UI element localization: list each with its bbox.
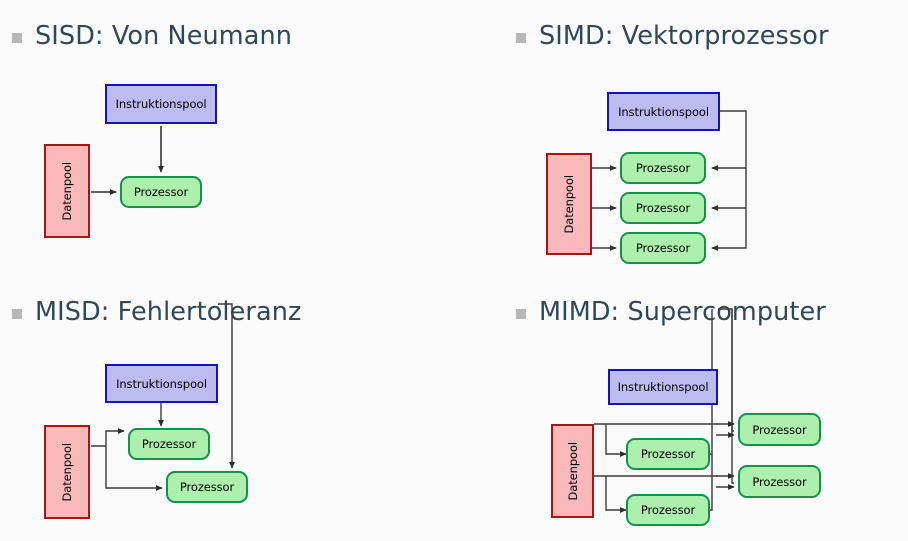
node-data-pool-label: Datenpool <box>60 442 74 502</box>
diagram-mimd-connectors <box>594 308 735 513</box>
heading-simd-label: SIMD: Vektorprozessor <box>539 21 829 51</box>
node-data-pool[interactable]: Datenpool <box>546 153 592 255</box>
bullet-square-icon <box>516 33 526 44</box>
diagram-sisd-connectors <box>91 126 164 195</box>
node-instruction-pool-label: Instruktionspool <box>115 97 207 111</box>
node-instruction-pool-label: Instruktionspool <box>617 380 709 394</box>
quadrant-simd: SIMD: Vektorprozessor Instruktions <box>454 0 908 276</box>
heading-misd: MISD: Fehlertoleranz <box>12 297 302 327</box>
node-instruction-pool-label: Instruktionspool <box>116 376 207 391</box>
diagram-simd: Instruktionspool Datenpool Prozessor Pro… <box>454 0 908 276</box>
node-processor-4[interactable]: Prozessor <box>738 465 821 498</box>
diagram-misd: Instruktionspool Datenpool Prozessor Pro… <box>0 276 454 541</box>
diagram-sisd: Instruktionspool Datenpool Prozessor <box>0 0 454 276</box>
node-processor-2-label: Prozessor <box>640 503 696 517</box>
node-processor-2[interactable]: Prozessor <box>620 192 706 224</box>
node-processor-3[interactable]: Prozessor <box>738 413 821 446</box>
node-processor-2[interactable]: Prozessor <box>166 471 248 503</box>
heading-mimd: MIMD: Supercomputer <box>516 297 826 327</box>
node-data-pool[interactable]: Datenpool <box>44 425 90 519</box>
diagram-simd-connectors <box>592 110 747 251</box>
node-data-pool-label: Datenpool <box>565 441 580 501</box>
node-instruction-pool[interactable]: Instruktionspool <box>607 92 720 131</box>
node-instruction-pool-label: Instruktionspool <box>618 104 709 119</box>
node-processor-3-label: Prozessor <box>752 422 807 437</box>
node-processor-1[interactable]: Prozessor <box>128 428 210 460</box>
node-processor-2-label: Prozessor <box>179 480 235 494</box>
diagram-misd-connectors <box>91 303 235 491</box>
node-processor-1[interactable]: Prozessor <box>626 438 710 470</box>
node-processor-3[interactable]: Prozessor <box>620 232 706 264</box>
heading-sisd-label: SISD: Von Neumann <box>35 21 292 51</box>
bullet-square-icon <box>12 33 22 44</box>
bullet-square-icon <box>516 309 526 320</box>
node-processor-2[interactable]: Prozessor <box>626 494 710 526</box>
heading-mimd-label: MIMD: Supercomputer <box>539 297 826 327</box>
diagram-mimd: Instruktionspool Datenpool Prozessor Pro… <box>454 276 908 541</box>
node-data-pool[interactable]: Datenpool <box>44 144 90 238</box>
node-data-pool[interactable]: Datenpool <box>551 424 594 518</box>
heading-simd: SIMD: Vektorprozessor <box>516 21 829 51</box>
node-data-pool-label: Datenpool <box>562 174 576 234</box>
node-processor-1[interactable]: Prozessor <box>120 176 202 208</box>
heading-misd-label: MISD: Fehlertoleranz <box>35 297 302 327</box>
node-processor-4-label: Prozessor <box>752 474 807 489</box>
node-instruction-pool[interactable]: Instruktionspool <box>105 364 218 403</box>
node-processor-1-label: Prozessor <box>133 185 189 199</box>
quadrant-mimd: MIMD: Supercomputer <box>454 276 908 541</box>
node-instruction-pool[interactable]: Instruktionspool <box>608 369 718 405</box>
node-data-pool-label: Datenpool <box>60 161 74 221</box>
node-processor-3-label: Prozessor <box>635 241 691 255</box>
quadrant-sisd: SISD: Von Neumann Instruktionspool Daten… <box>0 0 454 276</box>
node-processor-1[interactable]: Prozessor <box>620 152 706 184</box>
bullet-square-icon <box>12 309 22 320</box>
heading-sisd: SISD: Von Neumann <box>12 21 292 51</box>
node-instruction-pool[interactable]: Instruktionspool <box>105 84 217 124</box>
quadrant-misd: MISD: Fehlertoleranz Instruktionsp <box>0 276 454 541</box>
node-processor-1-label: Prozessor <box>640 447 696 461</box>
node-processor-1-label: Prozessor <box>635 161 691 175</box>
node-processor-1-label: Prozessor <box>141 437 197 451</box>
node-processor-2-label: Prozessor <box>635 201 691 215</box>
